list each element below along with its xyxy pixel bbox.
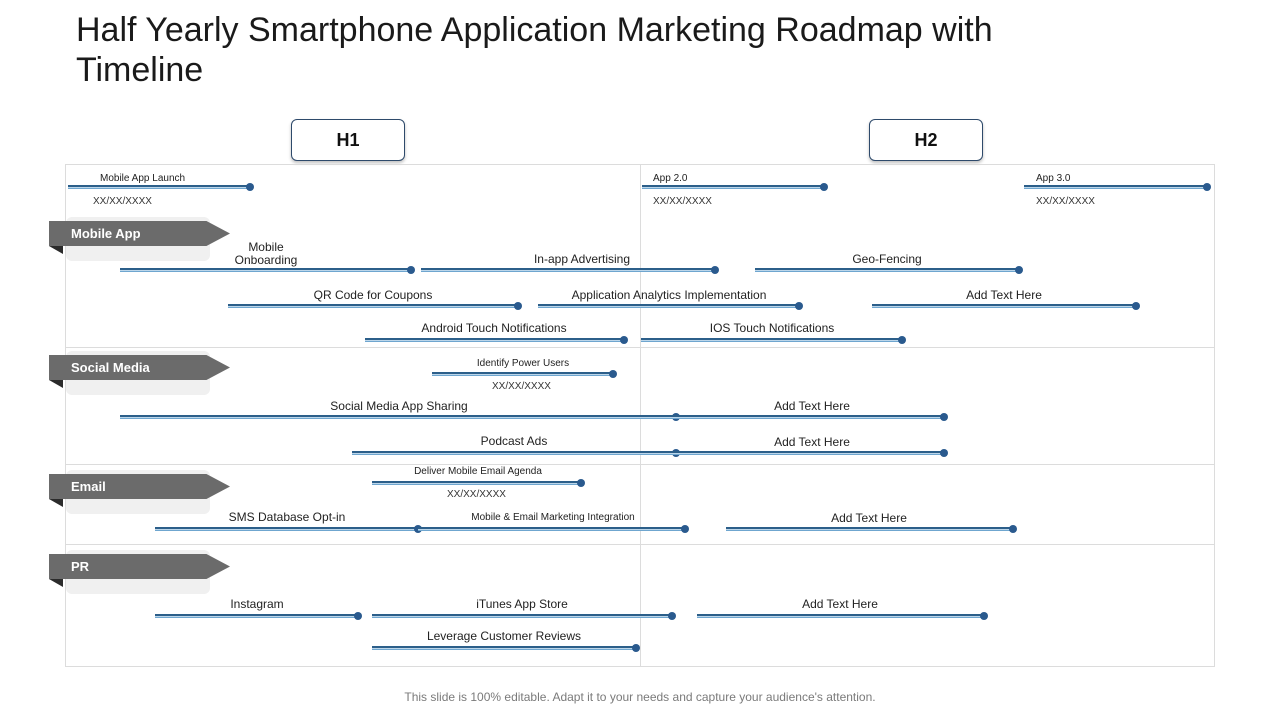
task-dot <box>940 413 948 421</box>
task-label: Social Media App Sharing <box>330 399 468 413</box>
task-dot <box>711 266 719 274</box>
task-label: Identify Power Users <box>476 358 570 369</box>
task-date: XX/XX/XXXX <box>492 381 551 392</box>
task-dot <box>681 525 689 533</box>
milestone-date-app3: XX/XX/XXXX <box>1036 196 1095 207</box>
milestone-label-app3: App 3.0 <box>1036 173 1071 184</box>
task-label: Add Text Here <box>774 435 850 449</box>
task-label: Geo-Fencing <box>852 252 922 266</box>
page-title: Half Yearly Smartphone Application Marke… <box>76 11 993 89</box>
task-label: Add Text Here <box>774 399 850 413</box>
task-label: Deliver Mobile Email Agenda <box>414 466 542 477</box>
milestone-bar-launch <box>68 185 250 189</box>
task-dot <box>1009 525 1017 533</box>
task-dot <box>898 336 906 344</box>
milestone-bar-app2 <box>642 185 824 189</box>
phase-h2: H2 <box>869 119 983 161</box>
task-label: Instagram <box>230 597 284 611</box>
task-label: Podcast Ads <box>480 434 548 448</box>
task-dot <box>609 370 617 378</box>
task-bar <box>372 614 672 618</box>
task-label: Mobile & Email Marketing Integration <box>471 512 635 523</box>
category-fold <box>49 246 63 254</box>
task-bar <box>755 268 1019 272</box>
task-label: Android Touch Notifications <box>421 321 567 335</box>
task-label: In-app Advertising <box>533 252 631 266</box>
task-dot <box>795 302 803 310</box>
category-pr: PR <box>49 554 230 579</box>
task-dot <box>407 266 415 274</box>
task-bar <box>421 268 715 272</box>
task-label: Add Text Here <box>966 288 1042 302</box>
category-social-media: Social Media <box>49 355 230 380</box>
task-bar <box>155 614 358 618</box>
task-bar <box>726 527 1013 531</box>
task-dot <box>514 302 522 310</box>
task-dot <box>354 612 362 620</box>
milestone-dot <box>1203 183 1211 191</box>
task-bar <box>432 372 613 376</box>
task-label: Application Analytics Implementation <box>571 288 767 302</box>
task-bar <box>120 268 411 272</box>
row-divider-3 <box>65 544 1215 545</box>
milestone-bar-app3 <box>1024 185 1207 189</box>
task-bar <box>228 304 518 308</box>
task-dot <box>1132 302 1140 310</box>
milestone-dot <box>246 183 254 191</box>
task-bar <box>155 527 418 531</box>
milestone-label-app2: App 2.0 <box>653 173 688 184</box>
task-label: iTunes App Store <box>476 597 568 611</box>
task-dot <box>1015 266 1023 274</box>
task-dot <box>577 479 585 487</box>
category-email: Email <box>49 474 230 499</box>
phase-h1: H1 <box>291 119 405 161</box>
row-divider-1 <box>65 347 1215 348</box>
task-bar <box>640 415 944 419</box>
task-bar <box>641 338 902 342</box>
task-bar <box>365 338 624 342</box>
task-label: SMS Database Opt-in <box>228 510 346 524</box>
milestone-dot <box>820 183 828 191</box>
task-bar <box>872 304 1136 308</box>
task-date: XX/XX/XXXX <box>447 489 506 500</box>
milestone-date-app2: XX/XX/XXXX <box>653 196 712 207</box>
task-bar <box>372 481 581 485</box>
task-dot <box>620 336 628 344</box>
task-bar <box>352 451 676 455</box>
task-label: Mobile Onboarding <box>234 240 298 267</box>
category-mobile-app: Mobile App <box>49 221 230 246</box>
task-bar <box>418 527 685 531</box>
category-fold <box>49 380 63 388</box>
task-dot <box>632 644 640 652</box>
task-label: QR Code for Coupons <box>313 288 433 302</box>
task-label: IOS Touch Notifications <box>709 321 835 335</box>
task-bar <box>120 415 676 419</box>
task-bar <box>372 646 636 650</box>
task-bar <box>697 614 984 618</box>
category-fold <box>49 499 63 507</box>
milestone-label-launch: Mobile App Launch <box>100 173 186 184</box>
task-dot <box>940 449 948 457</box>
task-label: Add Text Here <box>802 597 878 611</box>
task-label: Leverage Customer Reviews <box>426 629 582 643</box>
task-dot <box>980 612 988 620</box>
task-dot <box>668 612 676 620</box>
row-divider-2 <box>65 464 1215 465</box>
task-label: Add Text Here <box>831 511 907 525</box>
task-bar <box>538 304 799 308</box>
milestone-date-launch: XX/XX/XXXX <box>93 196 152 207</box>
footer-note: This slide is 100% editable. Adapt it to… <box>404 690 876 704</box>
category-fold <box>49 579 63 587</box>
task-bar <box>640 451 944 455</box>
